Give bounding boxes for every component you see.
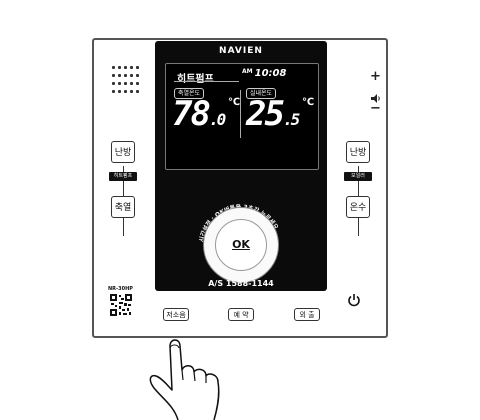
- clock-time: 10:08: [254, 68, 287, 79]
- left-storage-button[interactable]: 축열: [111, 196, 135, 218]
- speaker-grille: [112, 66, 142, 96]
- setpoint-temp: 78.0: [172, 94, 226, 134]
- ampm-indicator: AM: [242, 68, 253, 75]
- ok-button[interactable]: [215, 219, 267, 271]
- indoor-int: 25: [246, 94, 285, 134]
- right-mode-tag: 보일러: [344, 172, 372, 181]
- setpoint-int: 78: [172, 94, 211, 134]
- lcd-divider: [174, 81, 239, 82]
- pointing-hand-icon: [149, 339, 220, 420]
- left-heating-button[interactable]: 난방: [111, 141, 135, 163]
- away-button[interactable]: 외 출: [294, 308, 320, 321]
- power-icon[interactable]: [347, 293, 361, 307]
- setpoint-tag: 축열온도: [174, 88, 205, 99]
- left-mode-tag: 히트펌프: [109, 172, 137, 181]
- service-number: A/S 1588-1144: [208, 279, 274, 288]
- right-hotwater-button[interactable]: 온수: [346, 196, 370, 218]
- right-heating-button[interactable]: 난방: [346, 141, 370, 163]
- volume-up-button[interactable]: +: [370, 69, 381, 84]
- model-label: NR-30HP: [108, 286, 133, 292]
- setpoint-dec: .0: [208, 110, 226, 129]
- mode-label: 히트펌프: [177, 74, 214, 85]
- quiet-mode-button[interactable]: 저소음: [163, 308, 189, 321]
- volume-down-button[interactable]: −: [370, 101, 381, 116]
- speaker-icon: [371, 88, 381, 107]
- setpoint-unit: ℃: [228, 97, 241, 108]
- qr-code-icon: [110, 294, 132, 316]
- indoor-tag: 실내온도: [246, 88, 277, 99]
- indoor-temp: 25.5: [246, 94, 300, 134]
- lcd-vertical-divider: [240, 90, 241, 138]
- indoor-unit: ℃: [302, 97, 315, 108]
- brand-logo: NAVIEN: [219, 46, 263, 56]
- indoor-dec: .5: [282, 110, 300, 129]
- reservation-button[interactable]: 예 약: [228, 308, 254, 321]
- ok-label: OK: [232, 238, 250, 251]
